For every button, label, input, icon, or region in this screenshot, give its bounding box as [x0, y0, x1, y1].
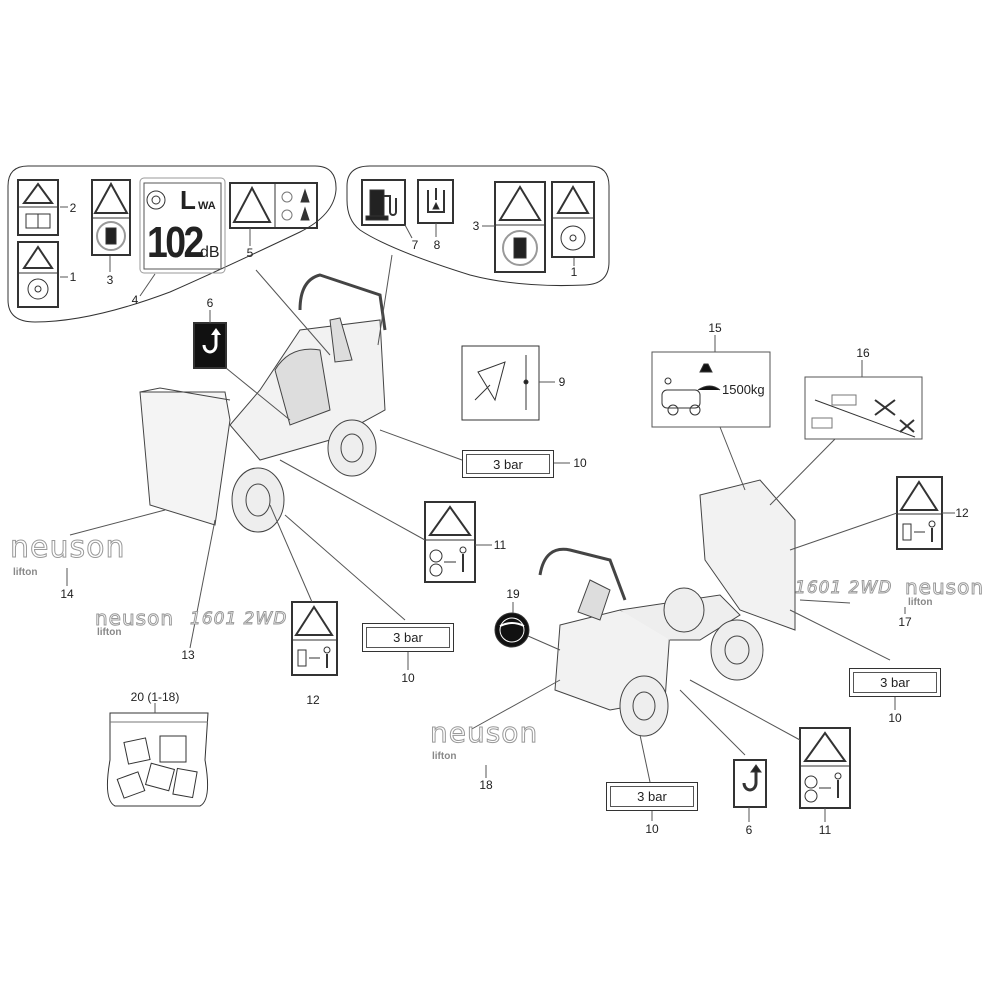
lifting-hook-decal-icon — [193, 322, 227, 369]
hot-surface-no-touch-decal-icon — [494, 181, 546, 273]
dumper-machine-right — [538, 479, 796, 737]
brand-logo-decal: neuson — [95, 606, 174, 631]
warning-person-decal-icon — [896, 476, 943, 550]
callout-number: 3 — [472, 219, 480, 233]
callout-number: 5 — [246, 246, 254, 260]
model-logo-decal: 1601 2WD — [794, 578, 893, 599]
callout-number: 6 — [206, 296, 214, 310]
callout-number: 8 — [433, 238, 441, 252]
warning-fan-decal-icon — [551, 181, 595, 258]
pressure-label: 3 bar — [610, 786, 694, 807]
pressure-label: 3 bar — [366, 627, 450, 648]
fuel-decal-icon — [361, 179, 406, 226]
detail-bubble-left — [7, 165, 337, 323]
callout-number: 11 — [818, 823, 832, 837]
leader-lines — [60, 206, 955, 822]
callout-number: 7 — [411, 238, 419, 252]
lifting-hook-decal-icon — [733, 759, 767, 808]
noise-level-decal-icon — [139, 177, 226, 274]
sub-brand-logo-decal: lifton — [908, 597, 933, 608]
load-capacity-value: 1500kg — [722, 382, 765, 397]
callout-number: 1 — [69, 270, 77, 284]
callout-number: 10 — [401, 671, 415, 685]
callout-number: 1 — [570, 265, 578, 279]
warning-fan-decal-icon — [17, 241, 59, 308]
decal-kit-bag-icon — [106, 712, 209, 807]
callout-number: 19 — [506, 587, 520, 601]
pressure-label: 3 bar — [466, 454, 550, 474]
callout-number: 10 — [573, 456, 587, 470]
sub-brand-logo-decal: lifton — [97, 627, 122, 638]
callout-number: 13 — [181, 648, 195, 662]
pressure-decal: 3 bar — [362, 623, 454, 652]
callout-number: 20 (1-18) — [130, 690, 180, 704]
callout-number: 16 — [856, 346, 870, 360]
warning-crush-decal-icon — [229, 182, 318, 229]
warning-person-decal-icon — [291, 601, 338, 676]
callout-number: 6 — [745, 823, 753, 837]
callout-number: 18 — [479, 778, 493, 792]
pressure-decal: 3 bar — [849, 668, 941, 697]
callout-number: 3 — [106, 273, 114, 287]
callout-number: 4 — [131, 293, 139, 307]
warning-manual-decal-icon — [17, 179, 59, 236]
brand-logo-decal: neuson — [9, 530, 126, 566]
warning-distance-decal-icon — [424, 501, 476, 583]
pressure-decal: 3 bar — [462, 450, 554, 478]
detail-bubble-right — [346, 165, 610, 287]
callout-number: 10 — [888, 711, 902, 725]
callout-number: 12 — [306, 693, 320, 707]
callout-number: 11 — [493, 538, 507, 552]
brand-emblem-decal-icon — [494, 612, 530, 648]
boom-angle-decal-icon — [461, 345, 540, 421]
callout-number: 14 — [60, 587, 74, 601]
hydraulic-oil-decal-icon — [417, 179, 454, 224]
noise-subscript: WA — [198, 200, 216, 212]
sub-brand-logo-decal: lifton — [13, 567, 38, 578]
hot-surface-no-touch-decal-icon — [91, 179, 131, 256]
brand-logo-decal: neuson — [905, 575, 984, 600]
callout-number: 2 — [69, 201, 77, 215]
noise-unit: dB — [200, 244, 220, 261]
model-logo-decal: 1601 2WD — [189, 609, 288, 630]
pressure-label: 3 bar — [853, 672, 937, 693]
callout-number: 12 — [955, 506, 969, 520]
callout-number: 9 — [558, 375, 566, 389]
brand-logo-decal: neuson — [429, 716, 539, 750]
dumper-machine-left — [139, 273, 387, 533]
noise-value: 102 — [147, 218, 204, 267]
slope-operation-decal-icon — [804, 376, 923, 440]
warning-distance-decal-icon — [799, 727, 851, 809]
noise-symbol: L — [180, 185, 196, 215]
pressure-decal: 3 bar — [606, 782, 698, 811]
sub-brand-logo-decal: lifton — [432, 751, 457, 762]
callout-number: 10 — [645, 822, 659, 836]
load-capacity-decal-icon — [651, 351, 771, 428]
callout-number: 17 — [898, 615, 912, 629]
callout-number: 15 — [708, 321, 722, 335]
